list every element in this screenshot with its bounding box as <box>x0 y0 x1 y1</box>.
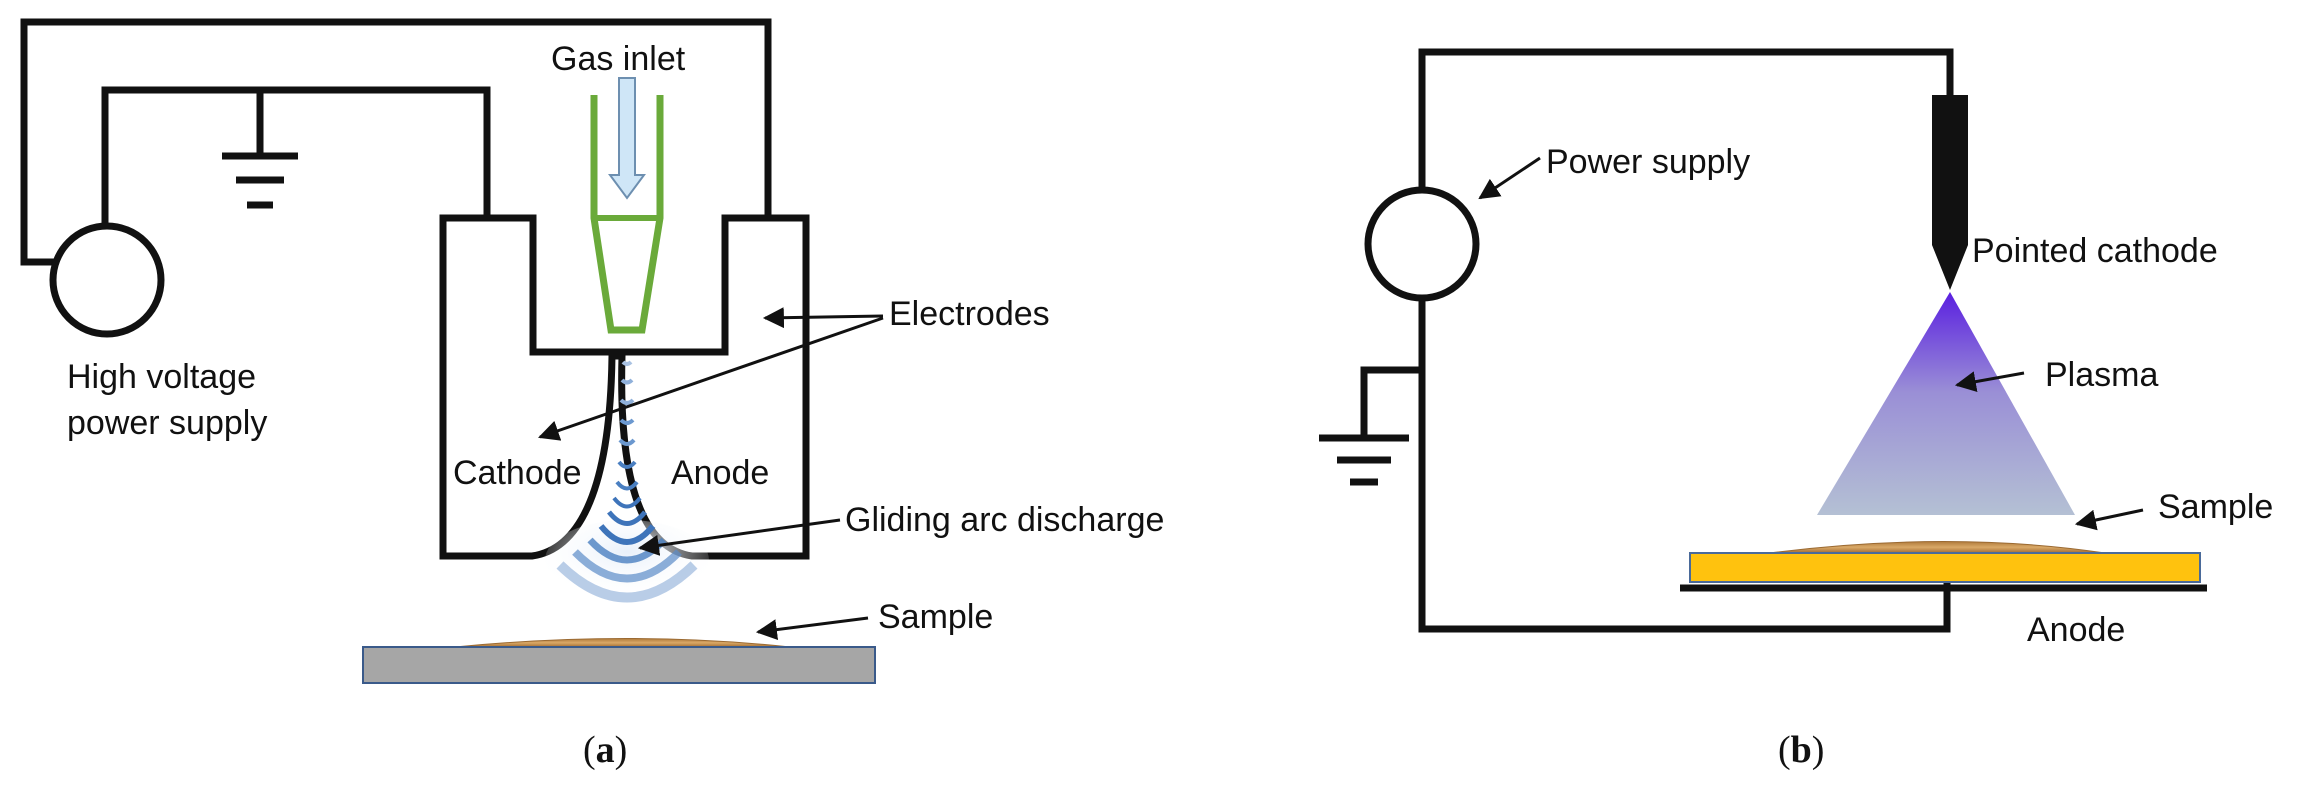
substrate-a <box>362 646 876 684</box>
electrodes-arrow-anode <box>762 307 884 329</box>
anode-label-a: Anode <box>671 454 769 492</box>
caption-a: (a) <box>583 729 627 771</box>
high-voltage-supply-icon <box>49 222 165 338</box>
gliding-arc-arrow <box>637 518 841 556</box>
lower-wire-b <box>1418 294 1951 633</box>
sample-label-a: Sample <box>878 598 993 636</box>
power-supply-icon <box>1364 186 1480 302</box>
electrodes-label: Electrodes <box>889 295 1050 333</box>
caption-a-letter: a <box>596 729 615 771</box>
high-voltage-label-line2: power supply <box>67 404 267 442</box>
cathode-label: Cathode <box>453 454 582 492</box>
sample-grains-a <box>454 638 791 648</box>
caption-b-letter: b <box>1791 729 1812 771</box>
plasma-cone <box>1817 292 2075 515</box>
gas-inlet-arrow-icon <box>608 77 646 200</box>
ground-symbol-b <box>1319 366 1426 486</box>
electrodes-arrow-cathode <box>538 316 884 441</box>
outer-wire-a <box>20 18 772 266</box>
caption-b: (b) <box>1778 729 1824 771</box>
power-supply-label: Power supply <box>1546 143 1750 181</box>
sample-tray-b <box>1689 552 2201 583</box>
pointed-cathode-label: Pointed cathode <box>1972 232 2218 270</box>
sample-arrow-a <box>755 616 869 641</box>
anode-label-b: Anode <box>2027 611 2125 649</box>
high-voltage-label-line1: High voltage <box>67 358 256 396</box>
panel-b: Power supply Pointed cathode Plasma Samp… <box>1319 48 2273 771</box>
sample-arrow-b <box>2074 508 2144 531</box>
gas-inlet-label: Gas inlet <box>551 40 686 78</box>
power-supply-arrow <box>1478 156 1541 200</box>
sample-grains-b <box>1769 541 2106 554</box>
panel-a: Gas inlet Electrodes High voltage power … <box>20 18 1164 771</box>
plasma-arrow <box>1954 371 2025 393</box>
circuit-wire-b <box>1418 48 1954 194</box>
plasma-label: Plasma <box>2045 356 2158 394</box>
gas-nozzle <box>590 95 664 334</box>
gliding-arc-discharge <box>545 360 709 603</box>
ground-symbol-a <box>222 86 298 209</box>
inner-wire-a <box>101 86 491 232</box>
gliding-arc-label: Gliding arc discharge <box>845 501 1164 539</box>
sample-label-b: Sample <box>2158 488 2273 526</box>
pointed-cathode-icon <box>1932 95 1968 290</box>
